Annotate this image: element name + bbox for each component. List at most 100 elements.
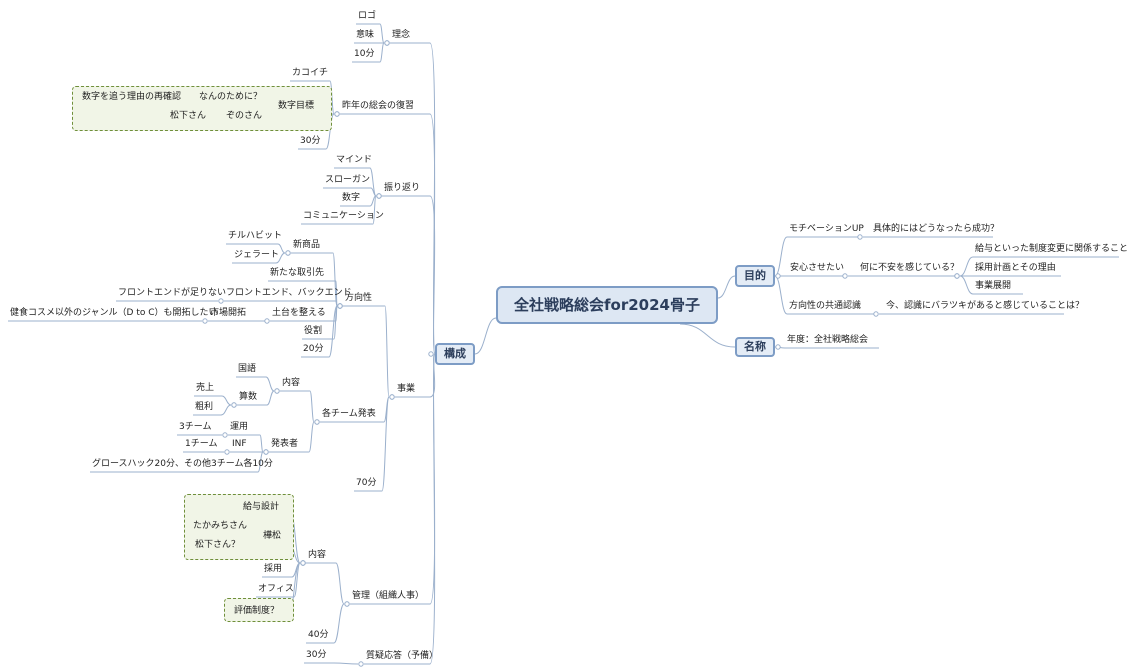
node-torihiki[interactable]: 新たな取引先 <box>270 266 324 280</box>
node-matsushita[interactable]: 松下さん <box>170 109 206 123</box>
node-chiruhabit[interactable]: チルハビット <box>228 229 282 243</box>
node-gutaiteki[interactable]: 具体的にはどうなったら成功？ <box>873 222 999 236</box>
node-rinen[interactable]: 理念 <box>392 28 410 42</box>
node-yakuwari[interactable]: 役割 <box>304 324 322 338</box>
node-unyo[interactable]: 運用 <box>230 420 248 434</box>
node-kakuteam[interactable]: 各チーム発表 <box>322 407 376 421</box>
node-kanri[interactable]: 管理（組織人事） <box>352 589 424 603</box>
node-saiyo-keikaku[interactable]: 採用計画とその理由 <box>975 261 1056 275</box>
link-arari <box>220 404 232 416</box>
node-label: 粗利 <box>195 402 214 412</box>
node-sansu[interactable]: 算数 <box>239 390 257 404</box>
node-happyosha[interactable]: 発表者 <box>271 437 298 451</box>
node-rinen-time[interactable]: 10分 <box>354 47 374 61</box>
junction <box>285 250 291 256</box>
node-naiyo-kanri[interactable]: 内容 <box>308 548 326 562</box>
node-shinshohin[interactable]: 新商品 <box>293 238 320 252</box>
node-kyotsu[interactable]: 方向性の共通認識 <box>789 299 861 313</box>
node-matsushita-q[interactable]: 松下さん？ <box>195 538 240 552</box>
junction <box>954 273 960 279</box>
node-jigyo-time[interactable]: 70分 <box>356 476 376 490</box>
node-shijo[interactable]: 市場開拓 <box>210 306 246 320</box>
link-naiyo_team <box>309 390 315 423</box>
node-kakoichi[interactable]: カコイチ <box>292 66 328 80</box>
node-suuji-riyu[interactable]: 数字を追う理由の再確認 <box>82 90 181 104</box>
branch-mokuteki[interactable]: 目的 <box>735 265 775 287</box>
node-label: 新たな取引先 <box>270 268 325 278</box>
link-uriage <box>221 395 232 406</box>
node-mind[interactable]: マインド <box>336 153 372 167</box>
node-slogan[interactable]: スローガン <box>325 173 370 187</box>
node-hyoka[interactable]: 評価制度？ <box>234 604 279 618</box>
node-anshin[interactable]: 安心させたい <box>790 261 844 275</box>
node-fuan[interactable]: 何に不安を感じている？ <box>860 261 959 275</box>
link-central-meisho <box>679 323 736 348</box>
central-topic[interactable]: 全社戦略総会for2024骨子 <box>496 286 718 324</box>
node-suuji-mokuhyo[interactable]: 数字目標 <box>278 99 314 113</box>
node-saiyo[interactable]: 採用 <box>264 562 282 576</box>
node-label: 採用 <box>264 564 283 574</box>
node-houkousei[interactable]: 方向性 <box>345 291 372 305</box>
node-shitsugi-time[interactable]: 30分 <box>306 648 326 662</box>
node-label: 1チーム <box>185 439 218 449</box>
junction <box>775 344 781 350</box>
node-suuji[interactable]: 数字 <box>342 191 360 205</box>
node-naiyo-team[interactable]: 内容 <box>282 376 300 390</box>
node-zono[interactable]: ぞのさん <box>226 109 262 123</box>
junction <box>334 111 340 117</box>
node-kyuyo-seido[interactable]: 給与といった制度変更に関係すること <box>975 242 1127 256</box>
node-label: 給与といった制度変更に関係すること <box>975 244 1127 254</box>
node-label: 何に不安を感じている？ <box>860 263 960 273</box>
junction <box>358 661 364 667</box>
node-front-short[interactable]: フロントエンドが足りない <box>118 286 226 300</box>
node-comm[interactable]: コミュニケーション <box>303 209 384 223</box>
junction <box>300 560 306 566</box>
node-nannotame[interactable]: なんのために？ <box>199 90 262 104</box>
node-shitsugi[interactable]: 質疑応答（予備） <box>366 649 438 663</box>
node-kyuyo[interactable]: 給与設計 <box>243 500 279 514</box>
node-fukushu-time[interactable]: 30分 <box>300 134 320 148</box>
group-hyoka <box>224 598 294 622</box>
node-inf[interactable]: INF <box>232 437 247 451</box>
node-growth[interactable]: グロースハック20分、その他3チーム各10分 <box>92 457 273 471</box>
junction <box>231 402 237 408</box>
node-label: 発表者 <box>271 439 299 449</box>
node-label: なんのために？ <box>199 92 263 102</box>
link-jigyo_tenkai <box>959 275 974 295</box>
node-arari[interactable]: 粗利 <box>195 400 213 414</box>
node-furikaeri[interactable]: 振り返り <box>384 181 420 195</box>
node-rogo[interactable]: ロゴ <box>358 9 376 23</box>
node-fukushu[interactable]: 昨年の総会の復習 <box>342 99 414 113</box>
node-houkousei-time[interactable]: 20分 <box>303 342 323 356</box>
node-takamichi[interactable]: たかみちさん <box>193 519 247 533</box>
node-label: 数字目標 <box>278 101 315 111</box>
branch-meisho[interactable]: 名称 <box>735 337 775 357</box>
node-label: フロントエンド、バックエンド <box>226 288 352 298</box>
node-label: スローガン <box>325 175 371 185</box>
node-kashimatsu[interactable]: 樺松 <box>263 529 281 543</box>
node-motivation[interactable]: モチベーションUP <box>789 222 864 236</box>
node-gelato[interactable]: ジェラート <box>234 248 279 262</box>
node-baratsuki[interactable]: 今、認識にバラツキがあると感じていることは？ <box>886 299 1084 313</box>
node-kanri-time[interactable]: 40分 <box>308 628 328 642</box>
node-dodai[interactable]: 土台を整える <box>272 306 326 320</box>
node-label: 昨年の総会の復習 <box>342 101 415 111</box>
branch-kosei[interactable]: 構成 <box>435 343 475 365</box>
node-kokugo[interactable]: 国語 <box>238 362 256 376</box>
link-yakuwari <box>333 305 338 340</box>
node-three-team[interactable]: 3チーム <box>179 420 211 434</box>
node-jigyo-tenkai[interactable]: 事業展開 <box>975 279 1011 293</box>
node-office[interactable]: オフィス <box>258 582 294 596</box>
node-front-back[interactable]: フロントエンド、バックエンド <box>226 286 352 300</box>
link-growth <box>257 451 264 473</box>
node-one-team[interactable]: 1チーム <box>185 437 217 451</box>
node-label: 土台を整える <box>272 308 326 318</box>
node-imi[interactable]: 意味 <box>356 28 374 42</box>
link-houkousei_time <box>328 305 338 358</box>
node-jigyo[interactable]: 事業 <box>397 382 415 396</box>
node-nendo[interactable]: 年度：全社戦略総会 <box>787 333 868 347</box>
link-office <box>293 562 301 598</box>
node-kenko[interactable]: 健食コスメ以外のジャンル（D to C）も開拓したい <box>10 306 218 320</box>
node-uriage[interactable]: 売上 <box>196 381 214 395</box>
